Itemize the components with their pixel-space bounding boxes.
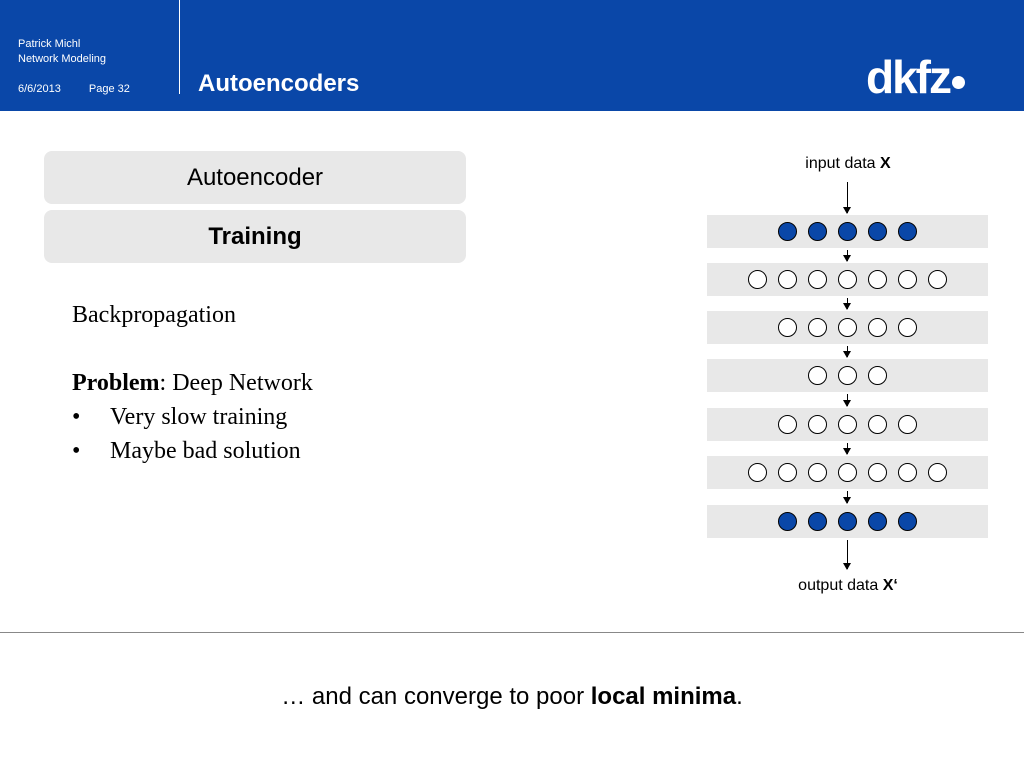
hidden-node bbox=[748, 463, 767, 482]
author-name: Patrick Michl bbox=[18, 38, 81, 50]
layer-row bbox=[707, 263, 988, 296]
bullet-item: •Very slow training bbox=[72, 404, 288, 430]
hidden-node bbox=[868, 318, 887, 337]
page-number: Page 32 bbox=[88, 83, 130, 95]
down-arrow-icon bbox=[843, 250, 851, 262]
hidden-node bbox=[808, 270, 827, 289]
data-node bbox=[868, 222, 887, 241]
hidden-node bbox=[898, 415, 917, 434]
hidden-node bbox=[778, 270, 797, 289]
dkfz-logo: dkfz bbox=[866, 52, 965, 102]
data-node bbox=[898, 222, 917, 241]
down-arrow-icon bbox=[843, 491, 851, 504]
course-name: Network Modeling bbox=[18, 53, 107, 65]
conclusion-text: … and can converge to poor local minima. bbox=[281, 683, 743, 710]
header-divider bbox=[179, 0, 180, 94]
hidden-node bbox=[868, 366, 887, 385]
method-line: Backpropagation bbox=[72, 302, 236, 328]
hidden-node bbox=[898, 318, 917, 337]
hidden-node bbox=[928, 270, 947, 289]
output-label: output data X‘ bbox=[798, 577, 898, 594]
hidden-node bbox=[898, 270, 917, 289]
data-node bbox=[898, 512, 917, 531]
bullet-item: •Maybe bad solution bbox=[72, 438, 301, 464]
data-node bbox=[808, 512, 827, 531]
data-node bbox=[868, 512, 887, 531]
hidden-node bbox=[868, 463, 887, 482]
layer-row bbox=[707, 215, 988, 248]
down-arrow-icon bbox=[843, 346, 851, 358]
divider-line bbox=[0, 632, 1024, 633]
down-arrow-icon bbox=[843, 394, 851, 407]
down-arrow-icon bbox=[843, 182, 851, 214]
hidden-node bbox=[928, 463, 947, 482]
layer-row bbox=[707, 456, 988, 489]
section-box-subtitle: Training bbox=[44, 210, 466, 263]
slide-meta: 6/6/2013 Page 32 bbox=[18, 83, 155, 95]
layer-row bbox=[707, 408, 988, 441]
hidden-node bbox=[838, 366, 857, 385]
hidden-node bbox=[898, 463, 917, 482]
down-arrow-icon bbox=[843, 443, 851, 455]
problem-label: Problem bbox=[72, 370, 160, 396]
input-label: input data X bbox=[805, 155, 891, 172]
hidden-node bbox=[778, 463, 797, 482]
layer-row bbox=[707, 359, 988, 392]
author-block: Patrick Michl Network Modeling bbox=[18, 37, 106, 67]
down-arrow-icon bbox=[843, 298, 851, 310]
hidden-node bbox=[868, 270, 887, 289]
hidden-node bbox=[808, 366, 827, 385]
slide-date: 6/6/2013 bbox=[18, 83, 61, 95]
layer-row bbox=[707, 311, 988, 344]
logo-dot-icon bbox=[952, 76, 965, 89]
section-box-title: Autoencoder bbox=[44, 151, 466, 204]
hidden-node bbox=[748, 270, 767, 289]
slide-header: Patrick Michl Network Modeling 6/6/2013 … bbox=[0, 0, 1024, 111]
data-node bbox=[838, 222, 857, 241]
hidden-node bbox=[838, 415, 857, 434]
hidden-node bbox=[778, 318, 797, 337]
hidden-node bbox=[838, 270, 857, 289]
content-text: Backpropagation Problem: Deep Network •V… bbox=[72, 298, 313, 468]
data-node bbox=[838, 512, 857, 531]
hidden-node bbox=[838, 463, 857, 482]
hidden-node bbox=[808, 318, 827, 337]
hidden-node bbox=[778, 415, 797, 434]
data-node bbox=[778, 222, 797, 241]
layer-row bbox=[707, 505, 988, 538]
down-arrow-icon bbox=[843, 540, 851, 570]
page-title: Autoencoders bbox=[198, 70, 360, 97]
hidden-node bbox=[868, 415, 887, 434]
problem-text: : Deep Network bbox=[159, 370, 313, 396]
data-node bbox=[778, 512, 797, 531]
problem-line: Problem: Deep Network bbox=[72, 366, 313, 400]
hidden-node bbox=[808, 415, 827, 434]
hidden-node bbox=[808, 463, 827, 482]
data-node bbox=[808, 222, 827, 241]
hidden-node bbox=[838, 318, 857, 337]
